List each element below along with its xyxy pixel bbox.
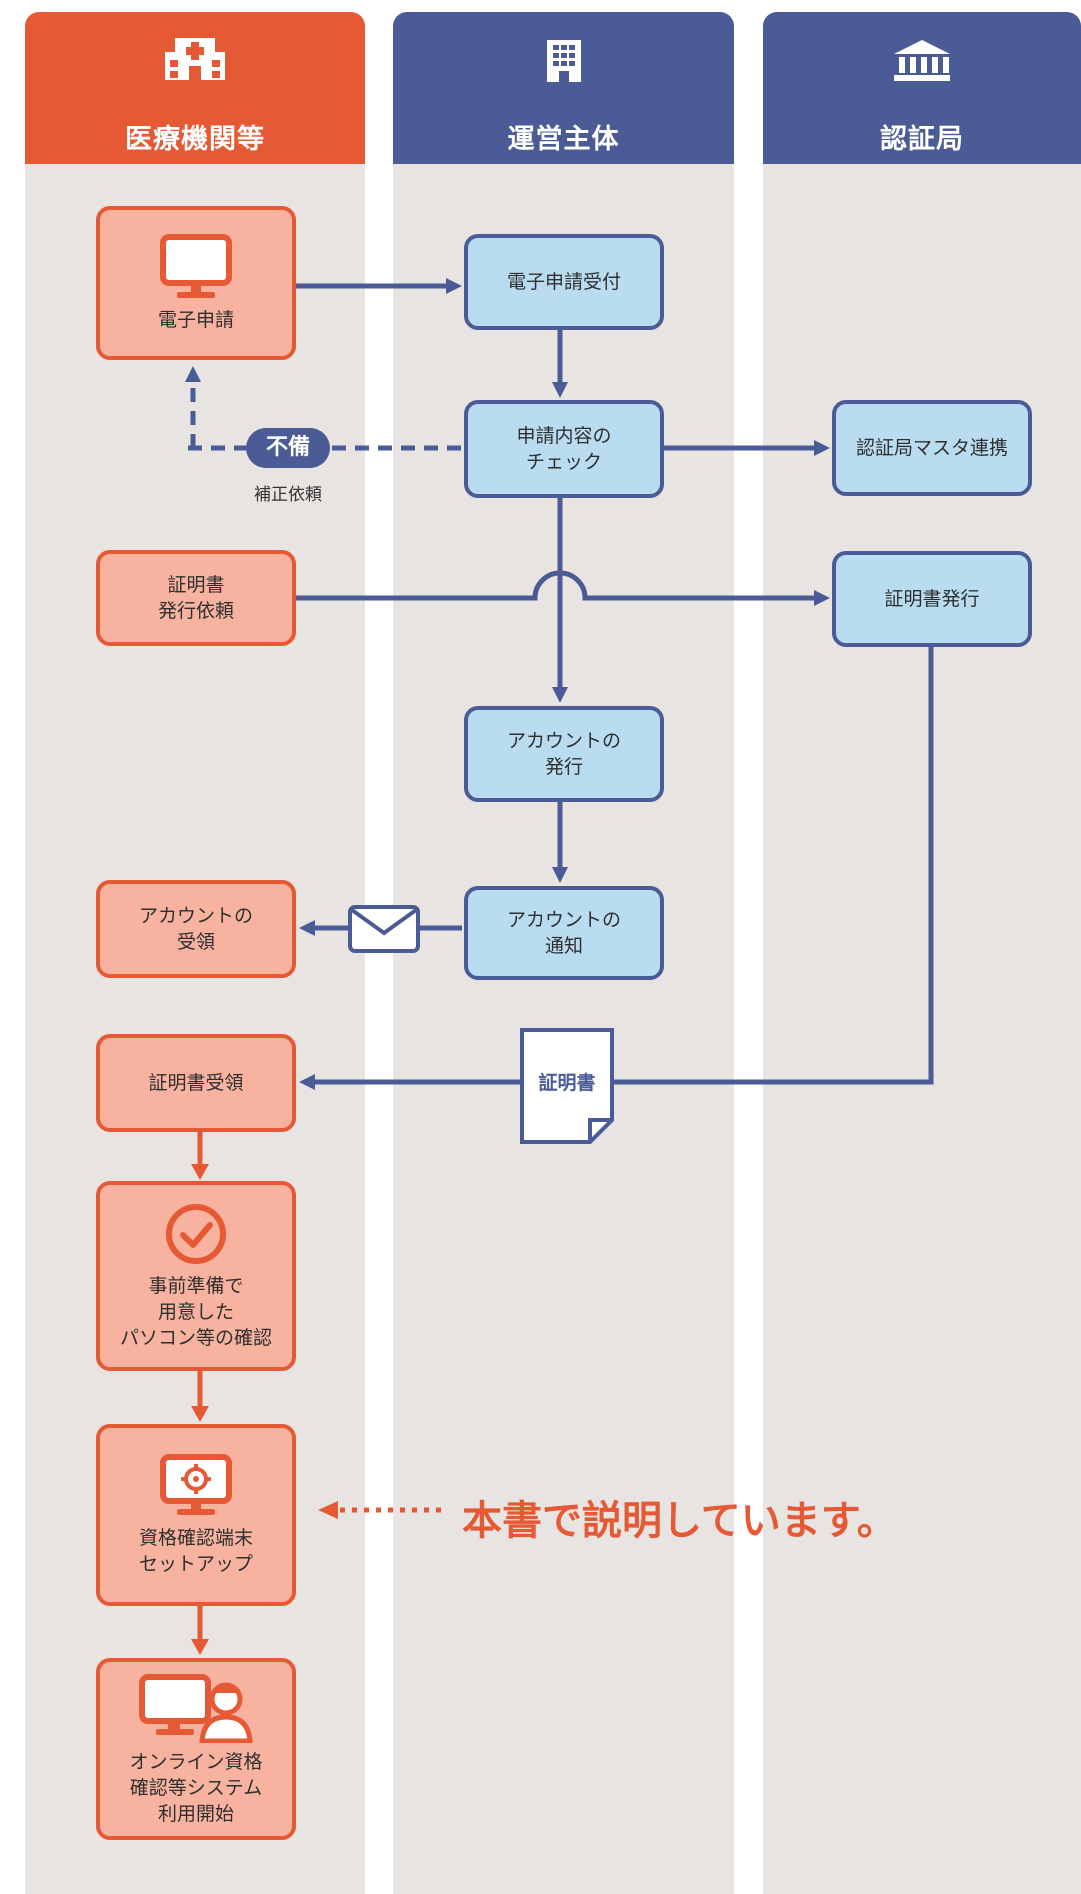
- building-icon: [547, 40, 581, 82]
- node-certificate-receipt: 証明書受領: [96, 1034, 296, 1132]
- node-label: アカウントの 発行: [506, 729, 621, 778]
- node-label: 証明書受領: [148, 1071, 244, 1094]
- node-label: オンライン資格 確認等システム 利用開始: [129, 1750, 263, 1826]
- document-icon: [520, 1028, 614, 1144]
- envelope-icon: [348, 905, 420, 953]
- node-label: 認証局マスタ連携: [855, 436, 1008, 459]
- lane-title-ca: 認証局: [880, 124, 964, 155]
- node-system-start: オンライン資格 確認等システム 利用開始: [96, 1658, 296, 1840]
- deficiency-badge: 不備: [246, 428, 330, 468]
- lane-title-operator: 運営主体: [507, 124, 620, 155]
- correction-request-label: 補正依頼: [254, 485, 322, 505]
- node-label: アカウントの 受領: [138, 904, 253, 953]
- node-label: 電子申請: [157, 308, 234, 331]
- hospital-icon: [165, 38, 225, 80]
- check-circle-icon: [166, 1203, 226, 1264]
- node-electronic-application: 電子申請: [96, 206, 296, 360]
- node-label: 資格確認端末 セットアップ: [138, 1526, 253, 1575]
- institution-icon: [894, 40, 950, 81]
- node-label: 証明書 発行依頼: [157, 573, 234, 622]
- node-label: 証明書発行: [884, 587, 980, 610]
- lane-header-ca: 認証局: [763, 12, 1081, 164]
- certificate-document-label: 証明書: [538, 1072, 596, 1094]
- node-pc-check: 事前準備で 用意した パソコン等の確認: [96, 1181, 296, 1371]
- node-certificate-issue: 証明書発行: [832, 551, 1032, 647]
- node-account-notification: アカウントの 通知: [464, 886, 664, 980]
- node-electronic-application-receipt: 電子申請受付: [464, 234, 664, 330]
- node-label: アカウントの 通知: [506, 908, 621, 957]
- node-label: 電子申請受付: [506, 270, 621, 293]
- lane-header-medical: 医療機関等: [25, 12, 365, 164]
- node-ca-master-link: 認証局マスタ連携: [832, 400, 1032, 496]
- monitor-gear-icon: [160, 1453, 232, 1515]
- lane-title-medical: 医療機関等: [125, 124, 265, 155]
- node-terminal-setup: 資格確認端末 セットアップ: [96, 1424, 296, 1606]
- lane-header-operator: 運営主体: [393, 12, 734, 164]
- node-label: 事前準備で 用意した パソコン等の確認: [119, 1274, 272, 1350]
- monitor-icon: [160, 233, 232, 298]
- dotted-arrow-left-icon: [318, 1501, 446, 1519]
- node-account-receipt: アカウントの 受領: [96, 880, 296, 978]
- node-account-issue: アカウントの 発行: [464, 706, 664, 802]
- monitor-person-icon: [139, 1673, 253, 1743]
- documentation-note: 本書で説明しています。: [462, 1498, 897, 1544]
- node-certificate-request: 証明書 発行依頼: [96, 550, 296, 646]
- node-application-check: 申請内容の チェック: [464, 400, 664, 498]
- node-label: 申請内容の チェック: [516, 424, 612, 473]
